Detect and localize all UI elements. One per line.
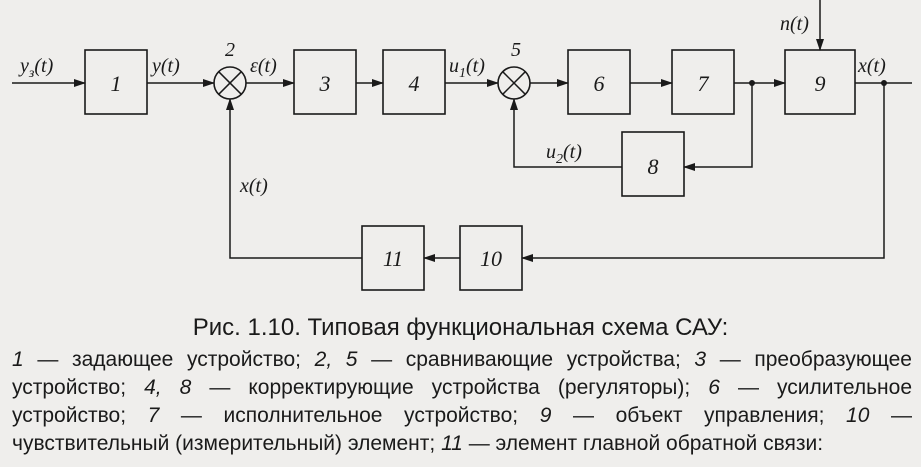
comparator-5 — [497, 66, 531, 100]
comparator-2 — [213, 66, 247, 100]
legend-num: 4, 8 — [144, 376, 192, 399]
arrow-to-8 — [683, 83, 753, 171]
arrow-8-5 — [510, 98, 622, 168]
legend-text: — корректирующие устройства (регуляторы)… — [191, 376, 709, 399]
block-4-label: 4 — [409, 71, 420, 96]
block-11-label: 11 — [383, 246, 403, 271]
legend-text: — элемент главной обратной связи: — [462, 432, 824, 455]
legend-num: 1 — [12, 348, 24, 371]
block-3-label: 3 — [319, 71, 331, 96]
legend-num: 9 — [539, 404, 552, 427]
legend-text: — задающее устройство; — [23, 348, 315, 371]
block-6-label: 6 — [594, 71, 605, 96]
functional-diagram: 1 3 4 6 7 9 8 10 11 2 5 yз(t) y(t) ε(t) … — [12, 0, 912, 291]
block-9-label: 9 — [815, 71, 826, 96]
block-1-label: 1 — [111, 71, 122, 96]
figure-legend: 1 — задающее устройство; 2, 5 — сравнива… — [12, 346, 912, 458]
legend-text: — усилительное устройство; — [12, 376, 913, 427]
signal-x-output: x(t) — [857, 55, 886, 77]
signal-n: n(t) — [780, 13, 809, 35]
legend-num: 10 — [846, 404, 870, 427]
signal-x-feedback: x(t) — [239, 175, 268, 197]
arrow-11-2 — [226, 98, 362, 259]
legend-num: 6 — [708, 376, 720, 399]
figure-caption: Рис. 1.10. Типовая функциональная схема … — [192, 314, 729, 341]
signal-u2: u2(t) — [546, 141, 582, 167]
legend-num: 11 — [441, 432, 463, 455]
legend-num: 7 — [147, 404, 160, 427]
signal-y: y(t) — [150, 55, 180, 77]
legend-text: — чувствительный (измерительный) элемент… — [12, 404, 912, 455]
block-7-label: 7 — [698, 71, 710, 96]
signal-input: yз(t) — [18, 55, 54, 81]
arrow-to-10 — [521, 83, 885, 262]
legend-text: — объект управления; — [551, 404, 847, 427]
signal-epsilon: ε(t) — [250, 55, 277, 77]
block-10-label: 10 — [480, 246, 502, 271]
comparator-5-label: 5 — [511, 39, 521, 61]
legend-num: 2, 5 — [314, 348, 358, 371]
block-8-label: 8 — [648, 154, 659, 179]
signal-u1: u1(t) — [449, 55, 485, 81]
legend-text: — преобразующее устройство; — [12, 348, 912, 399]
comparator-2-label: 2 — [225, 39, 235, 61]
legend-text: — исполнительное устройство; — [159, 404, 540, 427]
legend-num: 3 — [694, 348, 707, 371]
legend-text: — сравнивающие устройства; — [357, 348, 695, 371]
